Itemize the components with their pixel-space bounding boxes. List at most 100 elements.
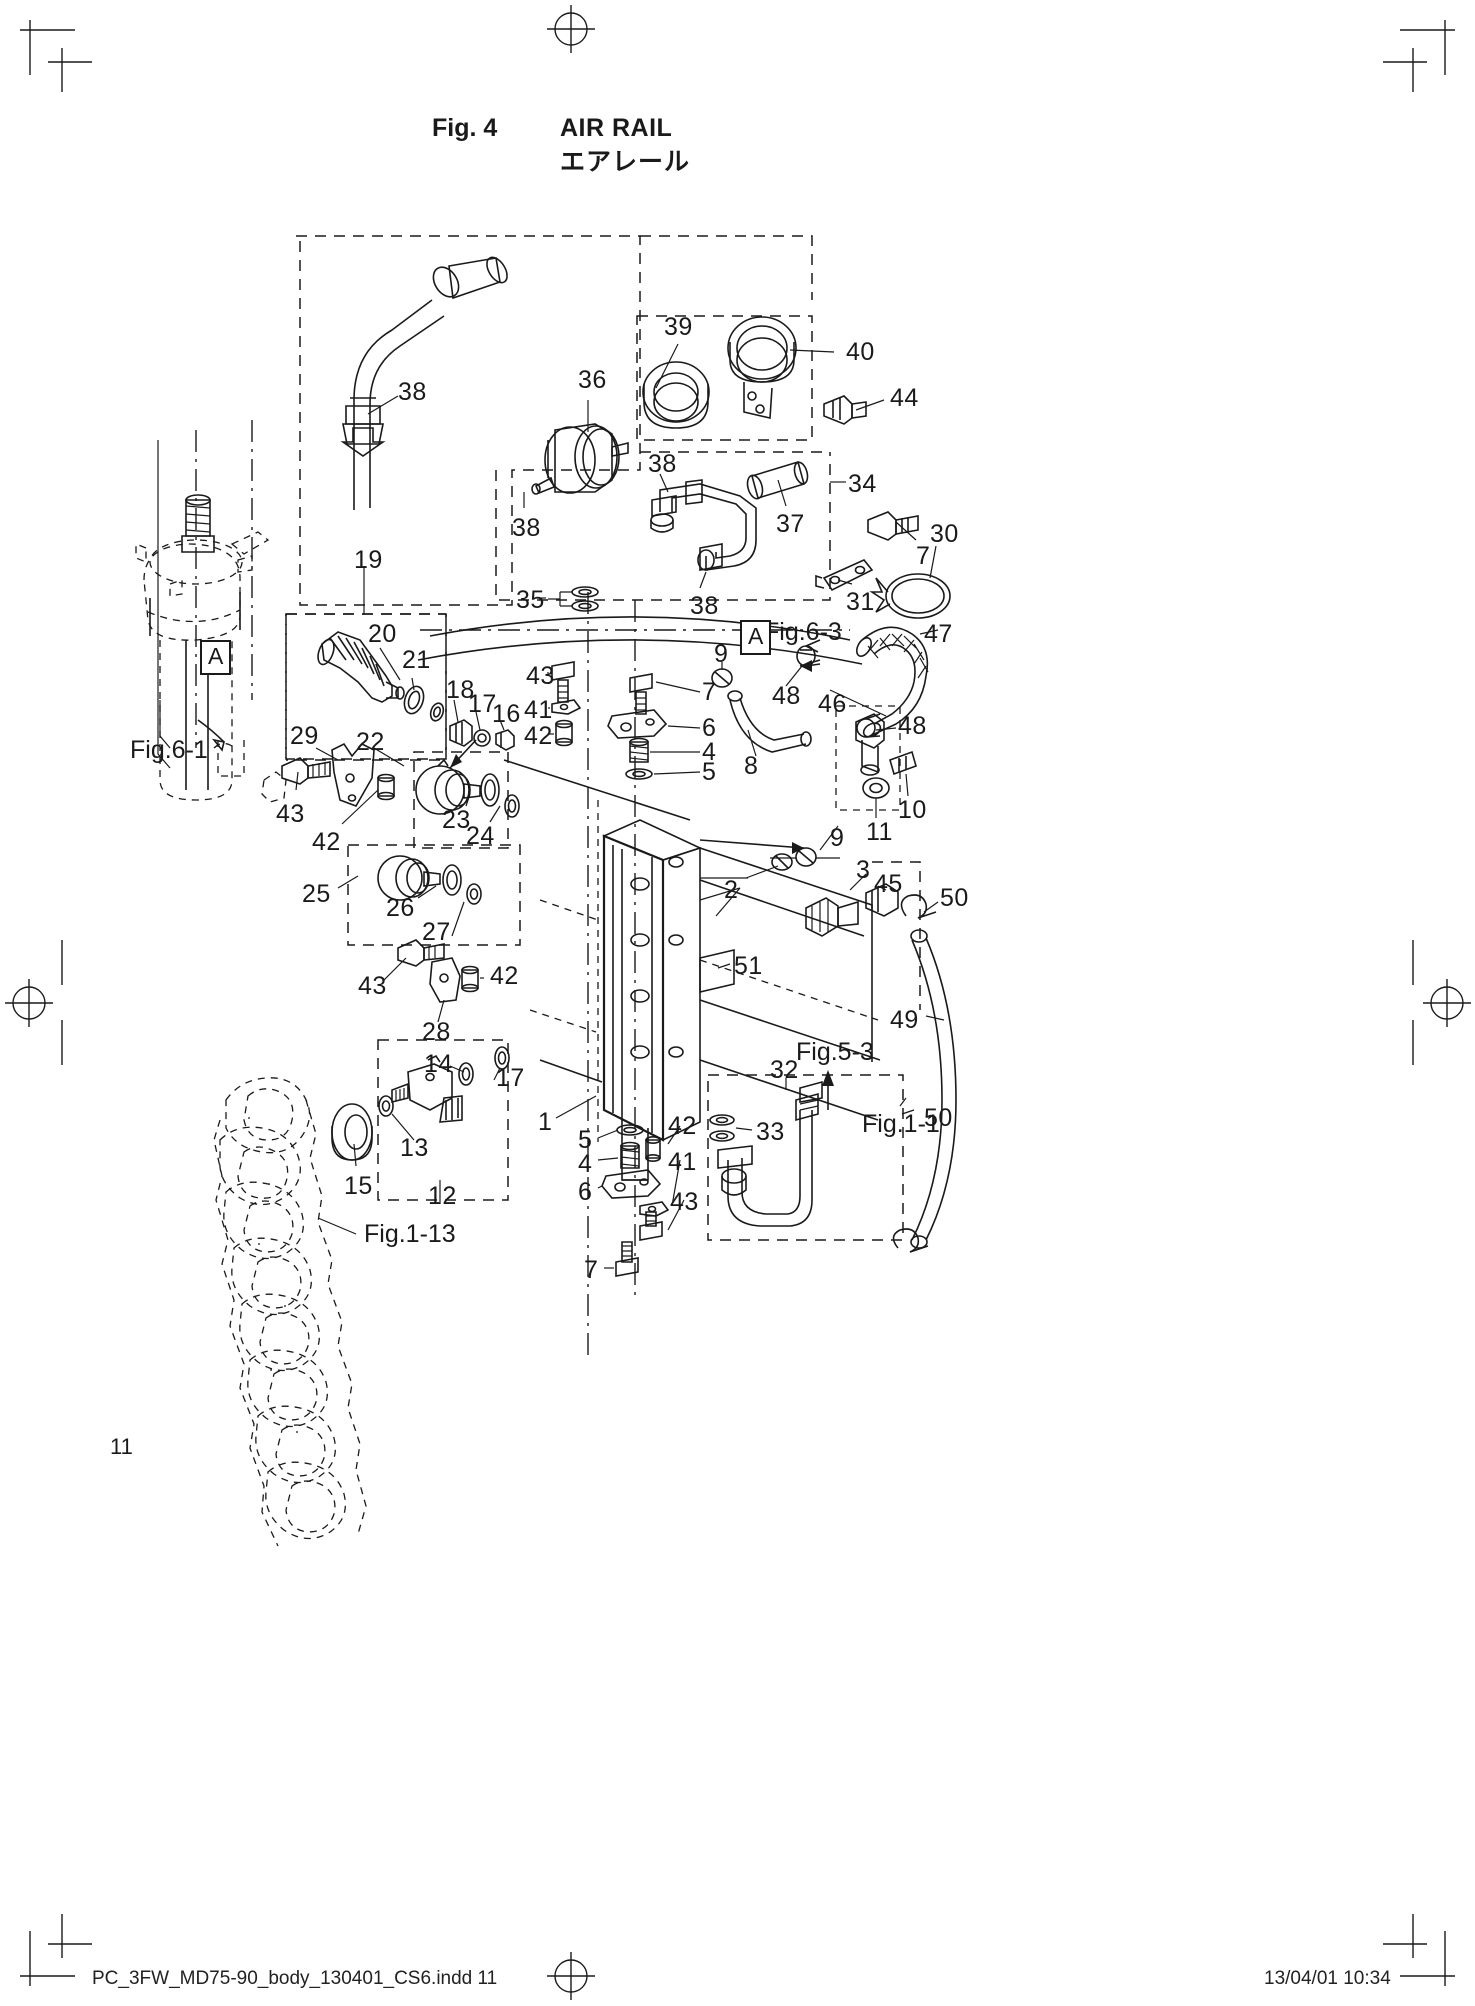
part-11-oring <box>862 777 890 799</box>
callout-44: 44 <box>890 384 919 412</box>
callout-6-upper: 6 <box>702 714 717 742</box>
part-41-washer <box>551 699 582 715</box>
callout-30: 30 <box>930 520 959 548</box>
callout-50-upper: 50 <box>940 884 969 912</box>
figure-ref-5-3[interactable]: Fig.5-3 <box>796 1038 874 1066</box>
part-26-regulator <box>377 855 441 901</box>
part-7-bolt-bottom <box>615 1241 639 1277</box>
callout-17-lower: 17 <box>496 1064 525 1092</box>
part-2-plugs <box>700 853 793 879</box>
part-27-orings <box>442 864 482 905</box>
callout-42-mid: 42 <box>490 962 519 990</box>
part-31-bracket <box>815 559 874 592</box>
callout-36: 36 <box>578 366 607 394</box>
part-7-bolt-right <box>867 511 919 541</box>
callout-6-lower: 6 <box>578 1178 593 1206</box>
callout-38-elbow: 38 <box>648 450 677 478</box>
footer-timestamp: 13/04/01 10:34 <box>1264 1968 1391 1989</box>
callout-38-end: 38 <box>690 592 719 620</box>
callout-43-upper: 43 <box>526 662 555 690</box>
callout-43-lower-left: 43 <box>358 972 387 1000</box>
registration-target-left <box>5 979 53 1027</box>
part-51-plate <box>699 948 735 994</box>
callout-40: 40 <box>846 338 875 366</box>
part-32-hose <box>717 1080 823 1227</box>
callout-42-lower: 42 <box>668 1112 697 1140</box>
part-18-fitting <box>449 719 473 747</box>
part-10-fitting <box>855 713 917 776</box>
leader-lines <box>157 343 945 1269</box>
part-13-oring <box>378 1095 394 1117</box>
callout-7-right: 7 <box>916 542 931 570</box>
part-50-clip-lower <box>892 1228 929 1253</box>
page-title-japanese: エアレール <box>560 148 691 176</box>
part-9-grommet-b <box>770 847 840 867</box>
figure-ref-1-13[interactable]: Fig.1-13 <box>364 1220 456 1248</box>
figure-label: Fig. 4 <box>432 114 498 142</box>
part-14-sensor <box>391 1054 463 1123</box>
part-43-bolt-bottom <box>639 1211 663 1241</box>
part-5-washer-lower <box>616 1124 644 1136</box>
part-45-fitting <box>865 883 899 917</box>
engine-block-fig-1-13 <box>213 1077 367 1547</box>
figure-ref-1-1[interactable]: Fig.1-1 <box>862 1110 940 1138</box>
callout-20: 20 <box>368 620 397 648</box>
callout-24: 24 <box>466 822 495 850</box>
part-7-bolt-center <box>629 673 653 715</box>
callout-42: 42 <box>524 722 553 750</box>
callout-1: 1 <box>538 1108 553 1136</box>
registration-target-right <box>1423 979 1471 1027</box>
part-5-washer-upper <box>625 768 653 780</box>
callout-18: 18 <box>446 676 475 704</box>
callout-51: 51 <box>734 952 763 980</box>
registration-target-top <box>547 5 595 53</box>
callout-48-upper: 48 <box>772 682 801 710</box>
footer-filename: PC_3FW_MD75-90_body_130401_CS6.indd 11 <box>92 1968 498 1989</box>
callout-41-lower: 41 <box>668 1148 697 1176</box>
part-29-fork <box>331 742 375 807</box>
part-16-nut <box>495 729 515 751</box>
callout-16: 16 <box>492 700 521 728</box>
callout-25: 25 <box>302 880 331 908</box>
callout-46: 46 <box>818 690 847 718</box>
callout-23: 23 <box>442 806 471 834</box>
part-36-filter <box>531 423 629 495</box>
figure-ref-6-3[interactable]: Fig.6-3 <box>764 618 842 646</box>
callout-48-lower: 48 <box>898 712 927 740</box>
callout-28: 28 <box>422 1018 451 1046</box>
part-30-clamp-ring <box>869 573 951 619</box>
callout-17: 17 <box>468 690 497 718</box>
callout-34: 34 <box>848 470 877 498</box>
part-38-upper-hose <box>340 256 508 510</box>
part-37-hose-assembly <box>650 460 809 571</box>
group-box-12 <box>377 1039 509 1201</box>
callout-27: 27 <box>422 918 451 946</box>
group-box-34 <box>495 452 831 601</box>
part-6-bracket-lower <box>601 1169 662 1199</box>
callout-29: 29 <box>290 722 319 750</box>
callout-42-left: 42 <box>312 828 341 856</box>
callout-8: 8 <box>744 752 759 780</box>
part-49-hose <box>910 929 957 1249</box>
figure-ref-6-1[interactable]: Fig.6-1 <box>130 736 208 764</box>
callout-38-filter: 38 <box>512 514 541 542</box>
callout-7-center: 7 <box>702 678 717 706</box>
part-17-oring-lower <box>458 1046 510 1086</box>
section-marker-a-right: A <box>740 620 772 655</box>
callout-19: 19 <box>354 546 383 574</box>
air-rail-body <box>601 819 703 1181</box>
callout-2: 2 <box>724 876 739 904</box>
group-box-39 <box>636 315 813 441</box>
callout-43-bottom: 43 <box>670 1188 699 1216</box>
callout-14: 14 <box>424 1050 453 1078</box>
part-43-bolt-lower-left <box>397 939 445 967</box>
part-8-hose <box>727 690 812 753</box>
callout-9-lower: 9 <box>830 824 845 852</box>
part-33-washers <box>709 1114 735 1142</box>
part-42-bushing-lower <box>645 1136 661 1163</box>
part-4-spring-lower <box>620 1141 640 1169</box>
callout-4-lower: 4 <box>578 1150 593 1178</box>
part-35-washers <box>548 586 599 612</box>
